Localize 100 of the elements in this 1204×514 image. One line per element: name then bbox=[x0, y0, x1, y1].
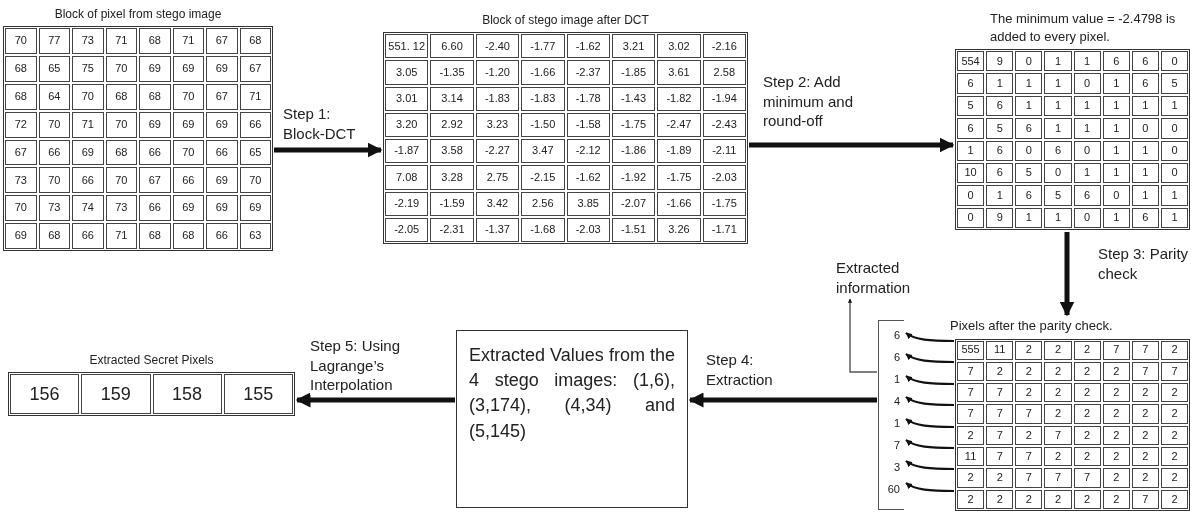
table-cell: 69 bbox=[172, 111, 204, 138]
table-cell: -2.37 bbox=[566, 60, 610, 85]
table-cell: 2 bbox=[1044, 447, 1072, 467]
table-cell: 0 bbox=[1015, 140, 1043, 161]
table-cell: 159 bbox=[81, 374, 151, 414]
table-cell: 2 bbox=[1102, 489, 1130, 509]
arrow bbox=[749, 137, 955, 153]
table-cell: 7 bbox=[1131, 361, 1159, 382]
table-cell: 7.08 bbox=[385, 165, 429, 190]
table-cell: 1 bbox=[957, 140, 985, 161]
arrow bbox=[905, 353, 954, 364]
table-cell: 6 bbox=[1073, 185, 1101, 206]
table-cell: 2 bbox=[1160, 489, 1188, 509]
process-box bbox=[456, 330, 688, 508]
table-cell: -2.16 bbox=[702, 34, 746, 59]
table-cell: -1.43 bbox=[611, 86, 656, 111]
box-text: Extracted Values from the 4 stego images: (1,6), (3,174), (4,34) and (5,145) bbox=[469, 344, 675, 443]
table-cell: -1.94 bbox=[702, 86, 746, 111]
table-cell: 6 bbox=[1044, 140, 1072, 161]
table-cell: 68 bbox=[139, 28, 171, 55]
table-cell: 10 bbox=[957, 162, 985, 184]
table-cell: -1.77 bbox=[521, 34, 565, 59]
table-cell: 7 bbox=[1044, 468, 1072, 488]
table-cell: 7 bbox=[1131, 489, 1159, 509]
table-cell: 7 bbox=[1073, 468, 1101, 488]
table-cell: 66 bbox=[172, 167, 204, 194]
table-cell: 0 bbox=[1160, 51, 1188, 72]
table-cell: 2 bbox=[957, 468, 985, 488]
table-cell: 2 bbox=[1015, 361, 1043, 382]
table-cell: 2.58 bbox=[702, 60, 746, 85]
table-cell: 71 bbox=[172, 28, 204, 55]
table-cell: -2.15 bbox=[521, 165, 565, 190]
arrow bbox=[905, 396, 954, 407]
table-cell: 1 bbox=[1073, 95, 1101, 117]
table-cell: 66 bbox=[206, 139, 238, 166]
table-cell: 2 bbox=[1102, 361, 1130, 382]
table-cell: 3.26 bbox=[657, 217, 701, 242]
table-cell: 2 bbox=[1015, 425, 1043, 446]
table-cell: 2 bbox=[1131, 468, 1159, 488]
table-cell: 66 bbox=[72, 223, 104, 249]
table-cell: 69 bbox=[206, 111, 238, 138]
table-cell: 6.60 bbox=[430, 34, 474, 59]
table-title: Pixels after the parity check. bbox=[950, 317, 1114, 335]
table-cell: 1 bbox=[1102, 207, 1130, 228]
table-cell: 0 bbox=[1160, 118, 1188, 139]
table-cell: 0 bbox=[1102, 185, 1130, 206]
table-cell: 70 bbox=[172, 139, 204, 166]
table-cell: -1.68 bbox=[521, 217, 565, 242]
table-cell: 3.42 bbox=[475, 191, 520, 216]
arrow bbox=[1059, 232, 1075, 317]
extracted-value: 4 bbox=[893, 395, 900, 407]
table-cell: 77 bbox=[38, 28, 70, 55]
table-cell: -2.31 bbox=[430, 217, 474, 242]
table-cell: 1 bbox=[1102, 140, 1130, 161]
table-cell: 73 bbox=[105, 195, 137, 222]
table-cell: -2.19 bbox=[385, 191, 429, 216]
table-cell: 69 bbox=[206, 195, 238, 222]
table-cell: 2 bbox=[1102, 383, 1130, 403]
table-cell: -1.59 bbox=[430, 191, 474, 216]
table-cell: 2 bbox=[1073, 361, 1101, 382]
table-cell: 6 bbox=[1131, 73, 1159, 94]
table-cell: 2 bbox=[1073, 447, 1101, 467]
table-cell: 73 bbox=[38, 195, 70, 222]
table-cell: 2.92 bbox=[430, 112, 474, 138]
table-cell: 3.20 bbox=[385, 112, 429, 138]
table-cell: 71 bbox=[72, 111, 104, 138]
table-cell: 5 bbox=[1044, 185, 1072, 206]
table-cell: -1.62 bbox=[566, 165, 610, 190]
table-cell: -1.66 bbox=[657, 191, 701, 216]
table-cell: -1.86 bbox=[611, 139, 656, 164]
table-cell: 65 bbox=[38, 56, 70, 82]
table-cell: 6 bbox=[1102, 51, 1130, 72]
table-cell: -1.83 bbox=[475, 86, 520, 111]
table-cell: 6 bbox=[1131, 207, 1159, 228]
table-cell: 5 bbox=[986, 118, 1014, 139]
table-cell: 68 bbox=[105, 83, 137, 110]
table-cell: 3.47 bbox=[521, 139, 565, 164]
table-cell: -2.12 bbox=[566, 139, 610, 164]
table-cell: 0 bbox=[1131, 118, 1159, 139]
table-cell: 2 bbox=[1015, 489, 1043, 509]
table-cell: 69 bbox=[72, 139, 104, 166]
table-cell: 9 bbox=[986, 207, 1014, 228]
table-cell: 3.61 bbox=[657, 60, 701, 85]
table-cell: 2 bbox=[1044, 383, 1072, 403]
table-cell: 2 bbox=[1160, 447, 1188, 467]
arrow bbox=[905, 460, 954, 471]
table-cell: 69 bbox=[172, 195, 204, 222]
table-cell: 2 bbox=[1102, 468, 1130, 488]
table-cell: -1.85 bbox=[611, 60, 656, 85]
table-cell: -2.43 bbox=[702, 112, 746, 138]
arrow bbox=[688, 392, 877, 408]
table-cell: 70 bbox=[5, 28, 37, 55]
table-cell: 69 bbox=[139, 56, 171, 82]
table-cell: 7 bbox=[1015, 404, 1043, 424]
table-cell: 0 bbox=[1073, 207, 1101, 228]
table-cell: 1 bbox=[986, 73, 1014, 94]
table-cell: 75 bbox=[72, 56, 104, 82]
table-cell: 158 bbox=[152, 374, 222, 414]
table-cell: 70 bbox=[105, 111, 137, 138]
table-cell: -2.03 bbox=[702, 165, 746, 190]
